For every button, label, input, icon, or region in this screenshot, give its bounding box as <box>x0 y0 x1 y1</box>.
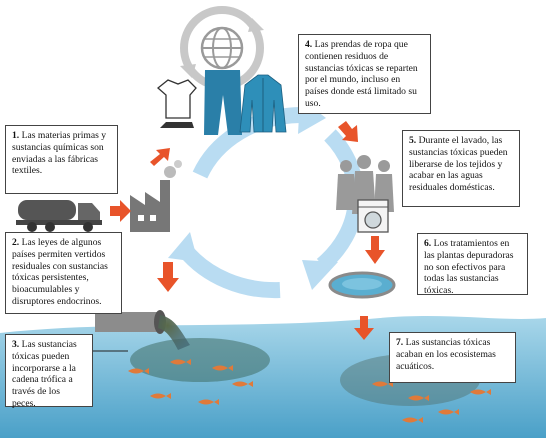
step-2-number: 2. <box>12 237 20 248</box>
truck-icon <box>16 200 102 232</box>
fish-icon <box>128 359 491 423</box>
treatment-plant-icon <box>328 271 396 299</box>
step-5-box: 5. Durante el lavado, las sustancias tóx… <box>402 130 520 207</box>
step-6-box: 6. Los tratamientos en las plantas depur… <box>417 233 528 297</box>
step-6-number: 6. <box>424 238 432 249</box>
step-1-number: 1. <box>12 130 20 141</box>
step-7-box: 7. Las sustancias tóxicas acaban en los … <box>389 332 516 383</box>
step-7-text: Las sustancias tóxicas acaban en los eco… <box>396 337 496 372</box>
step-3-box: 3. Las sustancias tóxicas pueden incorpo… <box>5 334 93 409</box>
flow-arrows <box>110 121 385 340</box>
pipe-icon <box>95 310 190 350</box>
step-3-text: Las sustancias tóxicas pueden incorporar… <box>12 339 77 409</box>
step-7-number: 7. <box>396 337 404 348</box>
step-5-number: 5. <box>409 135 417 146</box>
step-4-number: 4. <box>305 39 313 50</box>
clothing-icon <box>156 70 287 135</box>
step-2-box: 2. Las leyes de algunos países permiten … <box>5 232 122 314</box>
step-4-box: 4. Las prendas de ropa que contienen res… <box>298 34 431 114</box>
step-5-text: Durante el lavado, las sustancias tóxica… <box>409 135 508 194</box>
step-2-text: Las leyes de algunos países permiten ver… <box>12 237 108 307</box>
factory-icon <box>130 160 182 232</box>
step-1-box: 1. Las materias primas y sustancias quím… <box>5 125 118 194</box>
step-6-text: Los tratamientos en las plantas depurado… <box>424 238 514 297</box>
step-4-text: Las prendas de ropa que contienen residu… <box>305 39 418 109</box>
step-3-number: 3. <box>12 339 20 350</box>
step-1-text: Las materias primas y sustancias química… <box>12 130 107 177</box>
washing-machine-icon <box>357 199 389 233</box>
